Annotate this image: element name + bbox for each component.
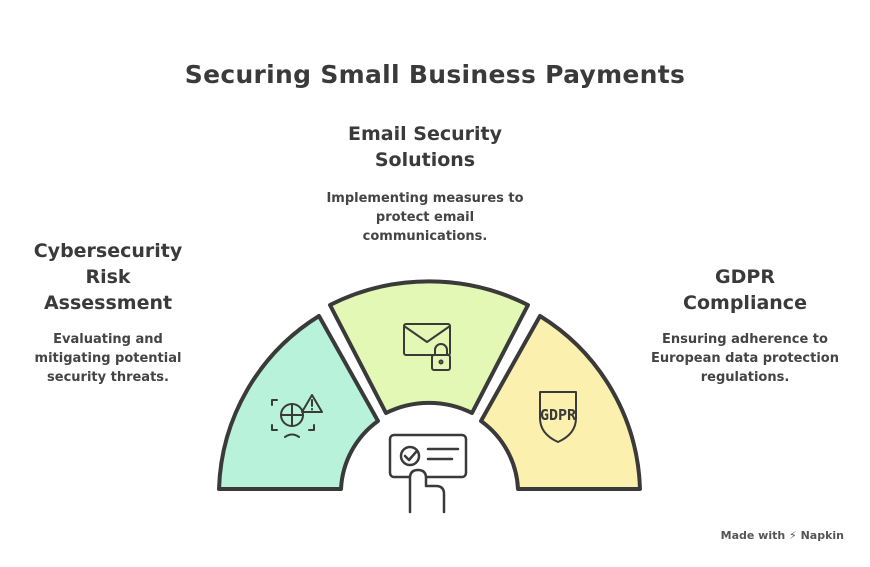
segment-left-shape [217, 314, 380, 491]
segment-top-shape [328, 279, 530, 415]
segment-top-description: Implementing measures to protect email c… [326, 191, 524, 244]
segment-top-text: Email Security Solutions Implementing me… [320, 121, 530, 246]
segment-right-description: Ensuring adherence to European data prot… [651, 332, 839, 385]
gdpr-icon-label: GDPR [540, 406, 577, 424]
napkin-credit: Made with ⚡ Napkin [720, 529, 844, 542]
segment-left-description: Evaluating and mitigating potential secu… [34, 332, 182, 385]
gdpr-shield-icon: GDPR [539, 391, 577, 443]
segment-top-heading: Email Security Solutions [348, 123, 502, 171]
segment-left-heading: Cybersecurity Risk Assessment [33, 240, 183, 314]
segment-left-text: Cybersecurity Risk Assessment Evaluating… [18, 238, 198, 387]
payment-card-hand-icon [388, 433, 468, 514]
diagram-title: Securing Small Business Payments [184, 60, 686, 89]
envelope-lock-icon [403, 323, 451, 371]
segment-right-heading: GDPR Compliance [683, 266, 807, 314]
segment-right-text: GDPR Compliance Ensuring adherence to Eu… [646, 264, 844, 387]
globe-warning-icon [271, 394, 323, 438]
segment-right-shape [479, 314, 642, 491]
